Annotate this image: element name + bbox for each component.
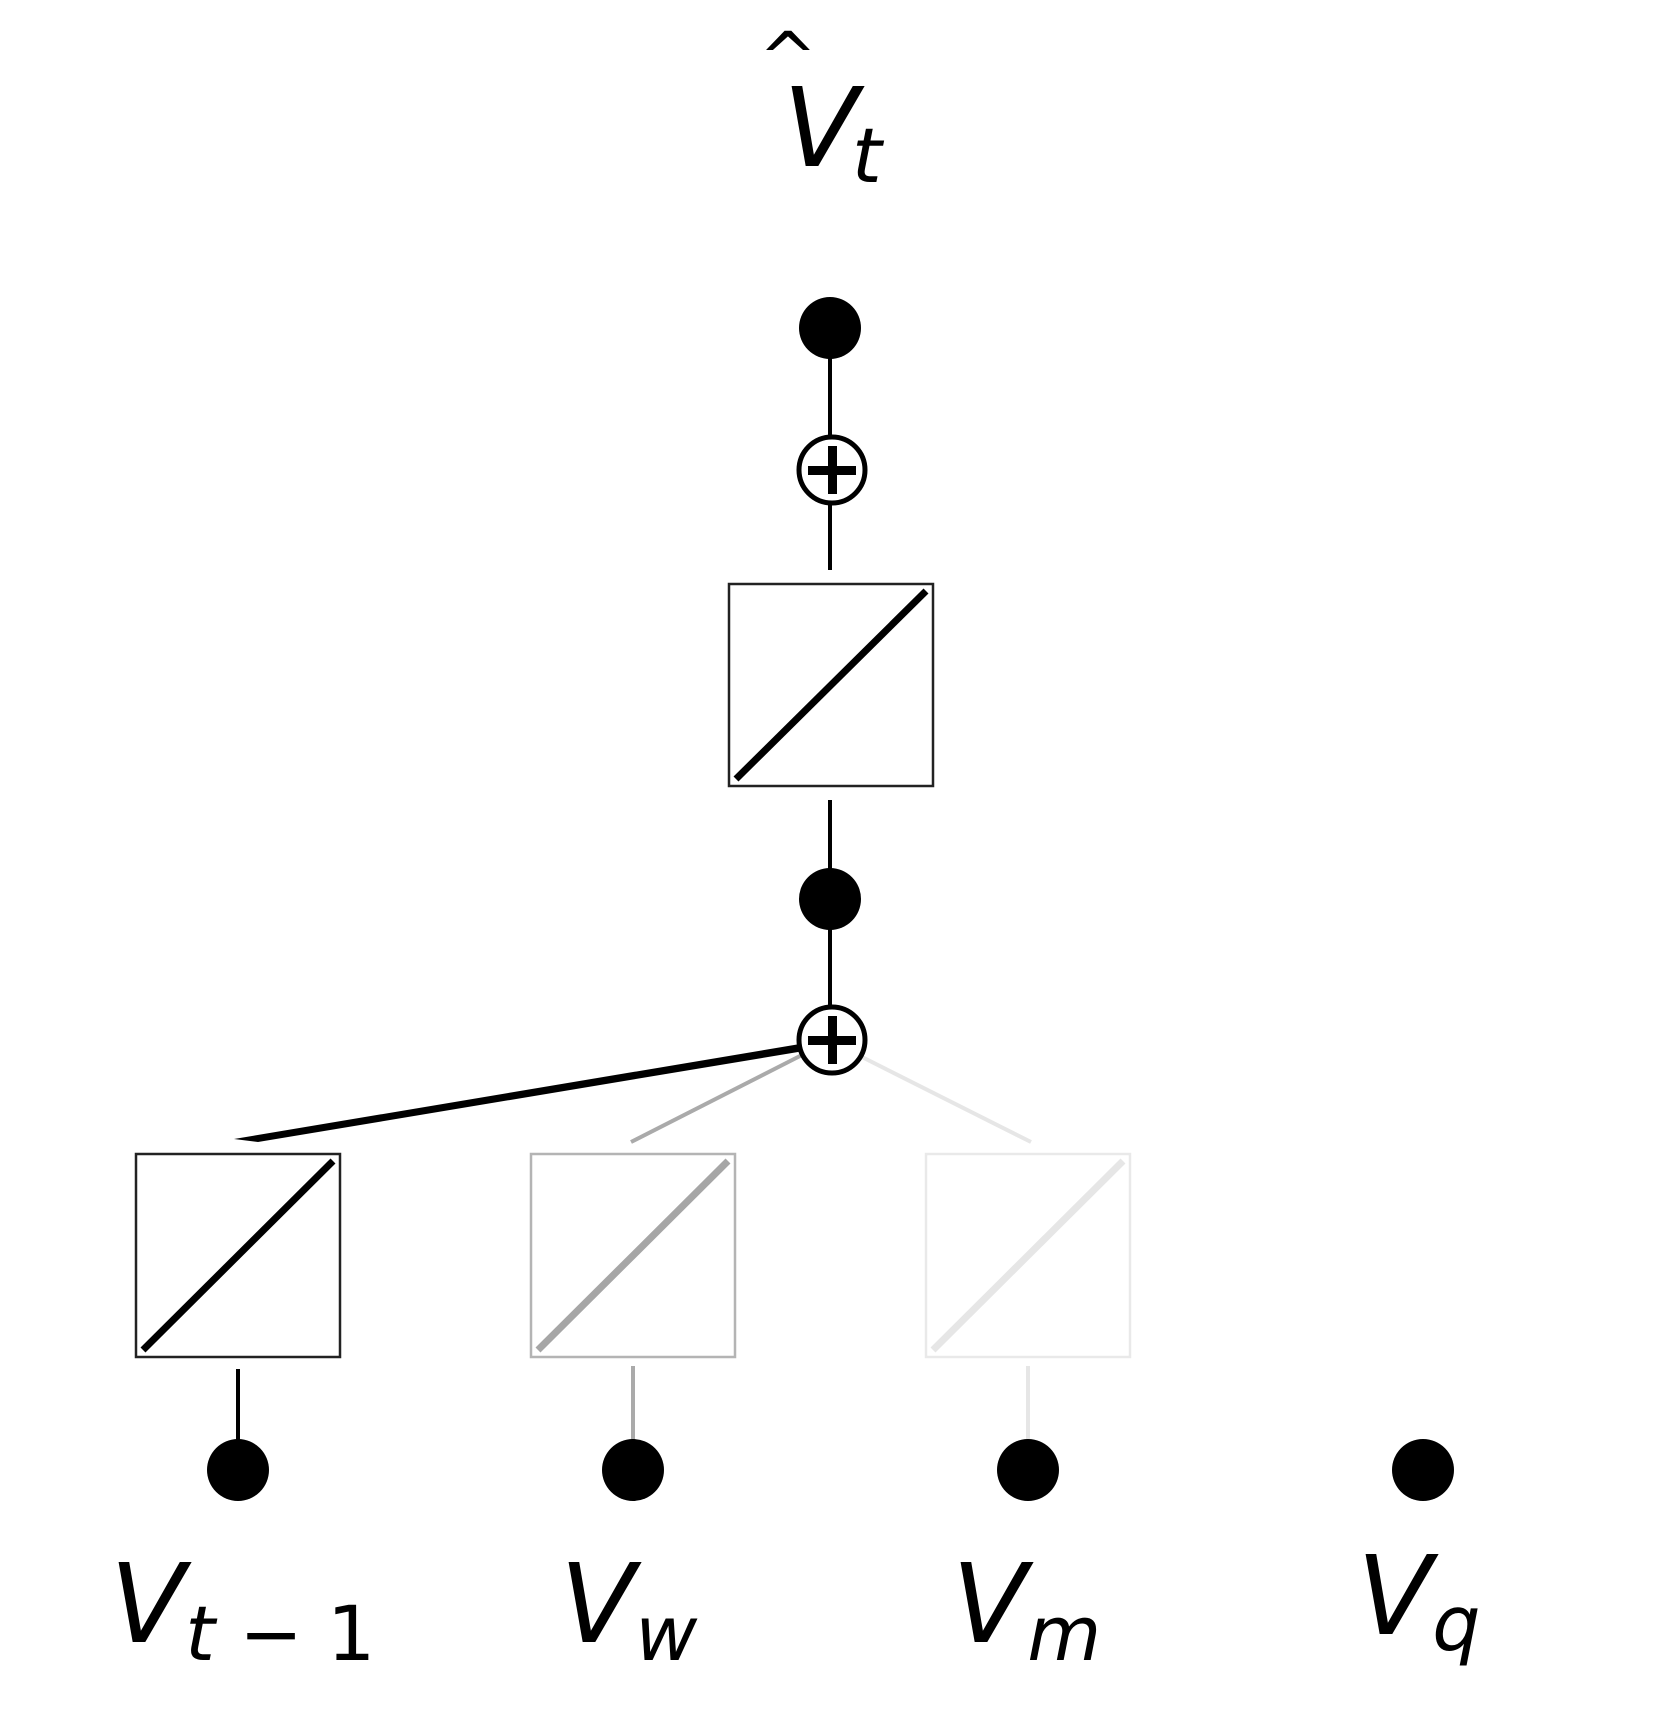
connection-input-1 (234, 1044, 804, 1142)
activation-box-input-1 (134, 1152, 342, 1359)
output-subscript: t (852, 111, 885, 200)
sum-node-bottom (796, 1004, 868, 1076)
input-label-2: Vw (560, 1540, 698, 1678)
activation-box-input-2 (529, 1152, 737, 1359)
svg-text:Vq: Vq (1357, 1532, 1481, 1668)
input-subscript: m (1027, 1589, 1101, 1678)
input-subscript: t (185, 1589, 218, 1678)
svg-text:Vt − 1: Vt − 1 (110, 1540, 375, 1678)
hidden-node (799, 868, 861, 930)
input-label-4: Vq (1357, 1532, 1481, 1668)
fan-in-connections (234, 1044, 1032, 1144)
connection-input-2 (630, 1053, 803, 1144)
input-node-4 (1392, 1439, 1454, 1501)
input-subscript: w (635, 1589, 698, 1678)
input-symbol: V (952, 1540, 1034, 1668)
svg-text:Vm: Vm (952, 1540, 1101, 1678)
input-node-1 (207, 1439, 269, 1501)
input-subscript: q (1432, 1579, 1480, 1668)
svg-text:Vw: Vw (560, 1540, 698, 1678)
input-symbol: V (110, 1540, 192, 1668)
activation-box-input-3 (924, 1152, 1132, 1359)
connection-input-3 (861, 1055, 1032, 1144)
input-label-3: Vm (952, 1540, 1101, 1678)
output-hat: ^ (759, 17, 818, 99)
output-label: ^ V t (759, 17, 885, 200)
input-label-1: Vt − 1 (110, 1540, 375, 1678)
sum-node-top (796, 434, 868, 570)
activation-box-top (727, 582, 935, 788)
input-symbol: V (1357, 1532, 1439, 1660)
input-subscript-rest: − 1 (215, 1589, 375, 1678)
input-symbol: V (560, 1540, 642, 1668)
output-symbol: V (783, 64, 865, 192)
input-node-2 (602, 1439, 664, 1501)
output-node (799, 297, 861, 359)
input-node-3 (997, 1439, 1059, 1501)
